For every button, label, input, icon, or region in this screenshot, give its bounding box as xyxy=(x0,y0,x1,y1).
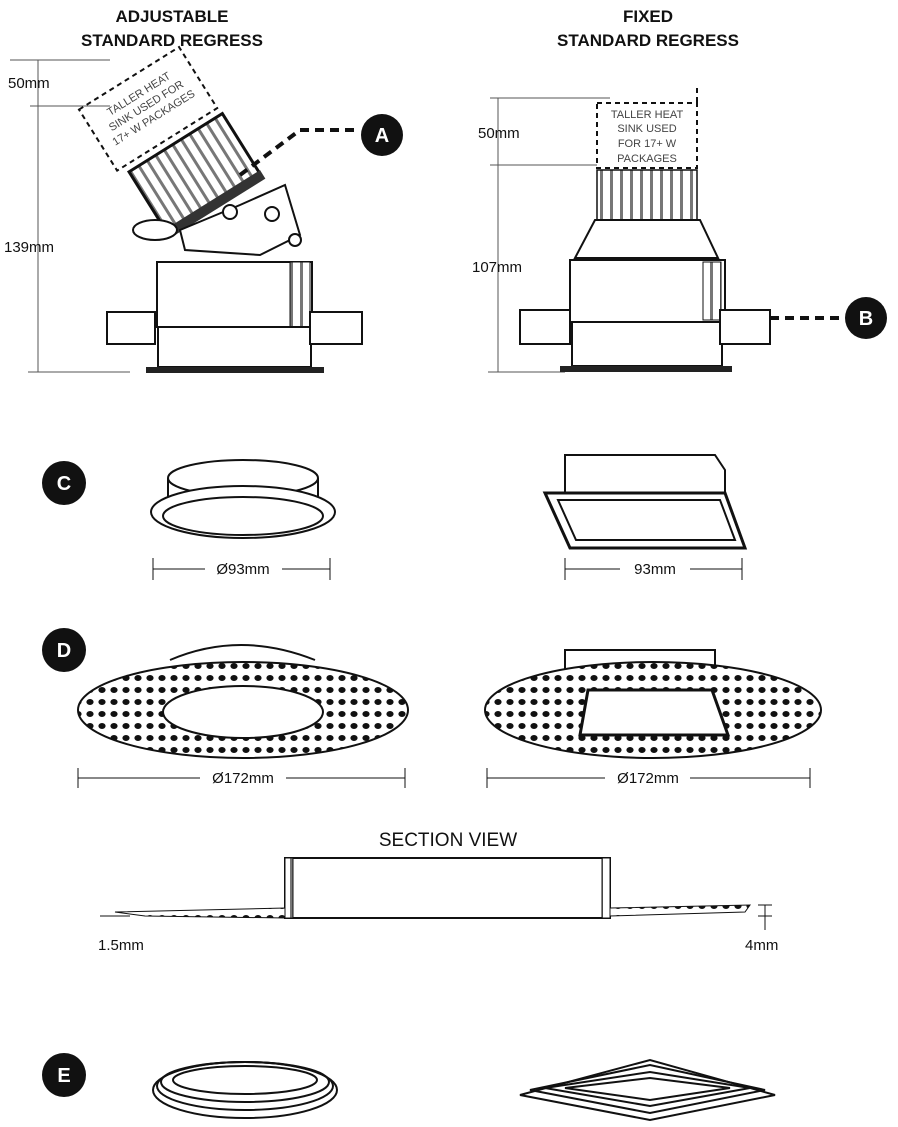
svg-text:B: B xyxy=(859,308,873,330)
callout-a xyxy=(361,114,403,156)
header-adjustable-sub: STANDARD REGRESS xyxy=(81,31,263,50)
dim-section-right: 4mm xyxy=(745,937,778,954)
round-trim: Ø93mm xyxy=(150,459,336,580)
dim-plaster-square: Ø172mm xyxy=(617,770,679,787)
section-view-title: SECTION VIEW xyxy=(379,830,517,851)
callout-b xyxy=(845,297,887,339)
dim-adj-top: 50mm xyxy=(8,75,50,92)
svg-text:SINK USED: SINK USED xyxy=(617,123,676,135)
svg-text:PACKAGES: PACKAGES xyxy=(617,153,677,165)
svg-text:E: E xyxy=(57,1065,70,1087)
callout-d xyxy=(42,628,86,672)
accessory-ring-round xyxy=(152,1061,338,1119)
section-view: 1.5mm 4mm xyxy=(98,857,778,954)
callout-e xyxy=(42,1053,86,1097)
header-fixed-sub: STANDARD REGRESS xyxy=(557,31,739,50)
dim-section-left: 1.5mm xyxy=(98,937,144,954)
svg-text:TALLER HEAT: TALLER HEAT xyxy=(611,109,684,121)
heatsink-outline-fix: TALLER HEAT SINK USED FOR 17+ W PACKAGES xyxy=(596,88,698,169)
svg-text:FOR 17+ W: FOR 17+ W xyxy=(618,138,677,150)
adjustable-fitting: 50mm 139mm TALLER HEAT SINK USED FOR 17+… xyxy=(4,45,403,373)
svg-text:C: C xyxy=(57,473,71,495)
dim-fix-height: 107mm xyxy=(472,259,522,276)
plaster-flange-square: Ø172mm xyxy=(484,649,822,788)
dim-square-trim: 93mm xyxy=(634,561,676,578)
dim-adj-height: 139mm xyxy=(4,239,54,256)
dim-round-trim: Ø93mm xyxy=(216,561,269,578)
dim-fix-top: 50mm xyxy=(478,125,520,142)
fixed-fitting: 50mm 107mm TALLER HEAT SINK USED FOR 17+… xyxy=(472,88,887,373)
dim-plaster-round: Ø172mm xyxy=(212,770,274,787)
svg-text:A: A xyxy=(375,125,389,147)
header-adjustable: ADJUSTABLE xyxy=(115,7,228,26)
plaster-flange-round: Ø172mm xyxy=(77,644,409,788)
callout-c xyxy=(42,461,86,505)
svg-text:D: D xyxy=(57,640,71,662)
square-trim: 93mm xyxy=(542,454,748,580)
header-fixed: FIXED xyxy=(623,7,673,26)
accessory-ring-square xyxy=(519,1058,776,1122)
